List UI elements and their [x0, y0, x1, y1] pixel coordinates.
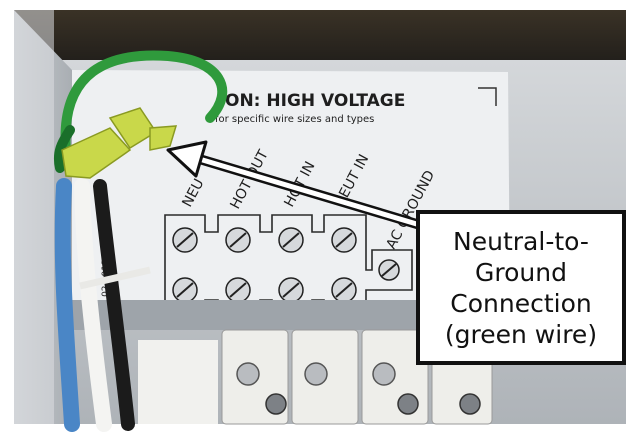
green-wire: [60, 50, 228, 155]
callout-arrow: [166, 140, 425, 230]
callout-line-1: Neutral-to-: [453, 226, 589, 256]
crimp-connector: [61, 107, 178, 179]
screw-row-upper: [172, 227, 357, 253]
wires: [54, 50, 228, 432]
white-wire: [74, 178, 112, 432]
callout-box: Neutral-to- Ground Connection (green wir…: [416, 210, 626, 365]
white-insulator: [138, 340, 218, 424]
callout-line-2: Ground: [475, 257, 567, 287]
callout-line-3: Connection: [450, 288, 592, 318]
panel-heading: ON: HIGH VOLTAGE: [225, 91, 405, 111]
blue-wire: [54, 178, 80, 432]
black-wire: [93, 179, 135, 431]
cable-tie: [79, 266, 151, 290]
screw-row-lower: [172, 259, 400, 303]
callout-line-4: (green wire): [444, 319, 598, 349]
panel-subheading: for specific wire sizes and types: [215, 114, 374, 125]
